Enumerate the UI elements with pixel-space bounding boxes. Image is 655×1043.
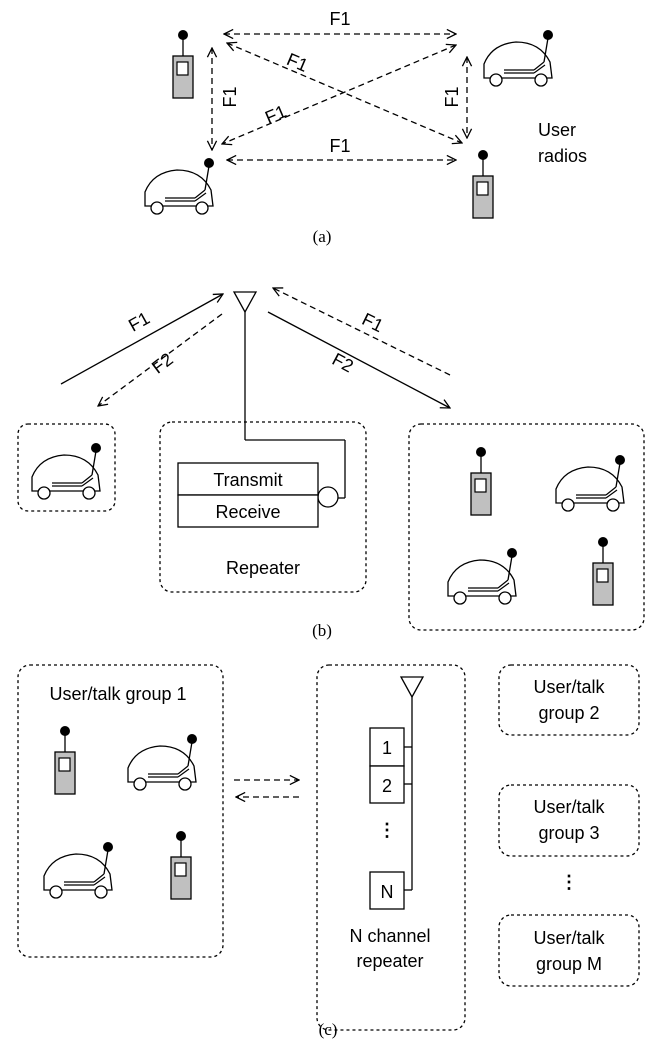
downlink-arrow	[98, 313, 223, 406]
user-group-box	[408, 423, 645, 631]
panel-c: User/talk group 1 1 2 ⋮ N N channel repe…	[17, 664, 640, 1039]
caption-a: (a)	[313, 227, 332, 246]
antenna-icon	[399, 676, 425, 891]
uplink-arrow	[60, 294, 223, 385]
user-group-m-label: User/talk	[533, 928, 605, 948]
channel-ellipsis: ⋮	[378, 820, 396, 840]
vehicle-radio-icon	[144, 157, 215, 215]
handheld-radio-icon	[54, 725, 76, 795]
vehicle-radio-icon	[447, 547, 518, 605]
panel-b: F1 F2 F1 F2 Transmit Receive Repeater (b…	[17, 288, 645, 640]
user-radios-label: radios	[538, 146, 587, 166]
receive-label: Receive	[215, 502, 280, 522]
channel-label: 1	[382, 738, 392, 758]
channel-label: N	[381, 882, 394, 902]
user-group-box	[17, 423, 116, 512]
user-group-1-box	[17, 664, 224, 958]
user-radios-label: User	[538, 120, 576, 140]
user-group-2-label: User/talk	[533, 677, 605, 697]
user-group-m-box	[498, 914, 640, 987]
handheld-radio-icon	[592, 536, 614, 606]
handheld-radio-icon	[172, 29, 194, 99]
vehicle-radio-icon	[31, 442, 102, 500]
link-label: F1	[284, 49, 311, 76]
panel-a: F1 F1 F1 F1 F1 F1 User radios (a)	[144, 9, 587, 246]
vehicle-radio-icon	[555, 454, 626, 512]
handheld-radio-icon	[470, 446, 492, 516]
handheld-radio-icon	[170, 830, 192, 900]
link-arrow	[222, 45, 456, 144]
frequency-label: F2	[329, 349, 357, 377]
user-group-1-label: User/talk group 1	[49, 684, 186, 704]
vehicle-radio-icon	[483, 29, 554, 87]
caption-b: (b)	[312, 621, 332, 640]
link-label: F1	[442, 86, 462, 107]
repeater-box	[159, 421, 367, 593]
frequency-label: F1	[359, 309, 387, 336]
link-label: F1	[220, 86, 240, 107]
link-label: F1	[329, 136, 350, 156]
transmit-label: Transmit	[213, 470, 282, 490]
channel-label: 2	[382, 776, 392, 796]
frequency-label: F2	[148, 349, 177, 378]
vehicle-radio-icon	[127, 733, 198, 791]
receive-block	[177, 494, 319, 528]
downlink-arrow	[267, 311, 450, 408]
caption-c: (c)	[319, 1020, 338, 1039]
user-group-3-label: User/talk	[533, 797, 605, 817]
group-ellipsis: ⋮	[560, 872, 578, 892]
channel-block	[369, 871, 405, 910]
uplink-arrow	[273, 288, 451, 376]
link-label: F1	[329, 9, 350, 29]
user-group-m-label: group M	[536, 954, 602, 974]
user-group-3-box	[498, 784, 640, 857]
frequency-label: F1	[125, 308, 153, 336]
user-group-2-label: group 2	[538, 703, 599, 723]
handheld-radio-icon	[472, 149, 494, 219]
n-channel-repeater-box	[316, 664, 466, 1031]
repeater-label: repeater	[356, 951, 423, 971]
vehicle-radio-icon	[43, 841, 114, 899]
repeater-label: Repeater	[226, 558, 300, 578]
user-group-3-label: group 3	[538, 823, 599, 843]
link-label: F1	[262, 101, 289, 128]
user-group-2-box	[498, 664, 640, 736]
channel-block	[369, 765, 405, 804]
repeater-label: N channel	[349, 926, 430, 946]
